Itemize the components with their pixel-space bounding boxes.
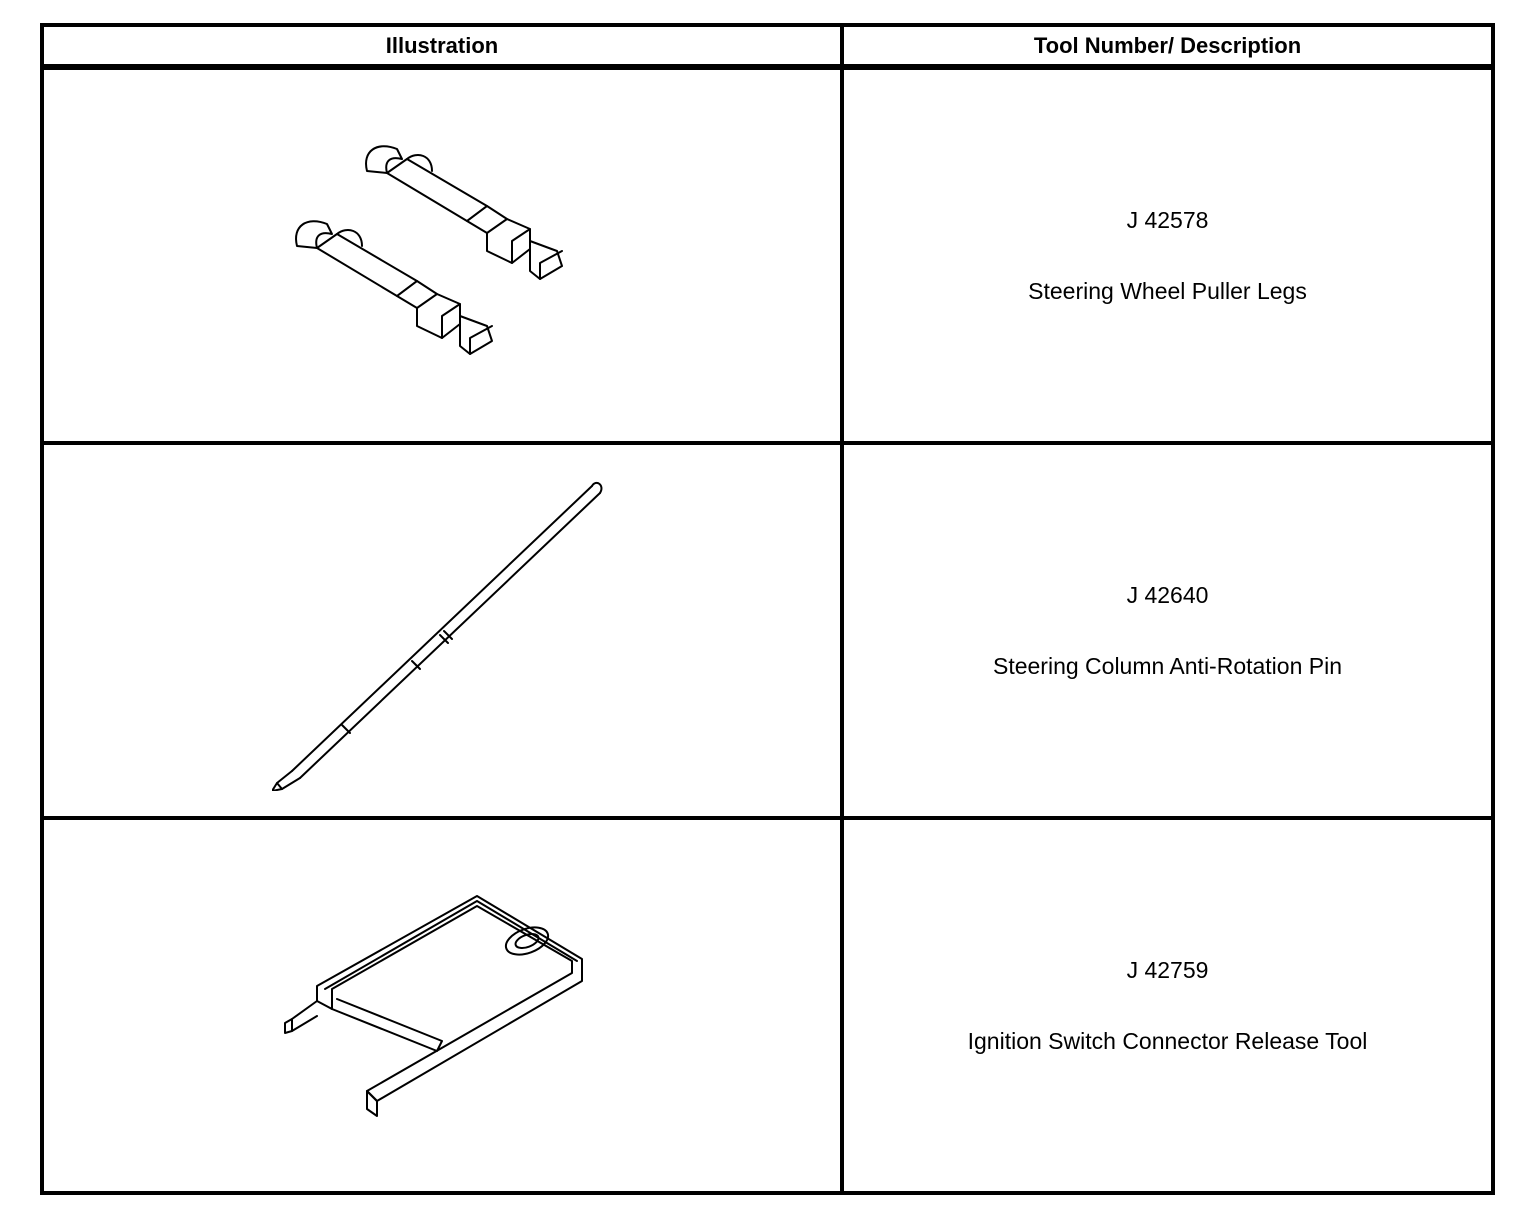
release-tool-icon [284, 894, 583, 1117]
puller-legs-icon [295, 144, 563, 355]
tool-table: Illustration Tool Number/ Description [40, 23, 1495, 1195]
header-row: Illustration Tool Number/ Description [40, 23, 1495, 69]
illustration-cell [40, 65, 844, 445]
header-illustration: Illustration [40, 23, 844, 69]
tool-number: J 42578 [1126, 206, 1209, 233]
description-cell: J 42759 Ignition Switch Connector Releas… [840, 816, 1495, 1195]
table-row: J 42640 Steering Column Anti-Rotation Pi… [40, 441, 1495, 820]
illustration-cell [40, 441, 844, 820]
illustration-cell [40, 816, 844, 1195]
tool-number: J 42640 [1126, 581, 1209, 608]
table-row: J 42578 Steering Wheel Puller Legs [40, 65, 1495, 445]
description-cell: J 42640 Steering Column Anti-Rotation Pi… [840, 441, 1495, 820]
header-tool-description: Tool Number/ Description [840, 23, 1495, 69]
tool-description: Steering Column Anti-Rotation Pin [992, 652, 1343, 679]
table-row: J 42759 Ignition Switch Connector Releas… [40, 816, 1495, 1195]
description-cell: J 42578 Steering Wheel Puller Legs [840, 65, 1495, 445]
tool-number: J 42759 [1126, 956, 1209, 983]
anti-rotation-pin-icon [272, 481, 603, 791]
tool-description: Ignition Switch Connector Release Tool [967, 1027, 1368, 1054]
tool-description: Steering Wheel Puller Legs [1028, 277, 1307, 304]
